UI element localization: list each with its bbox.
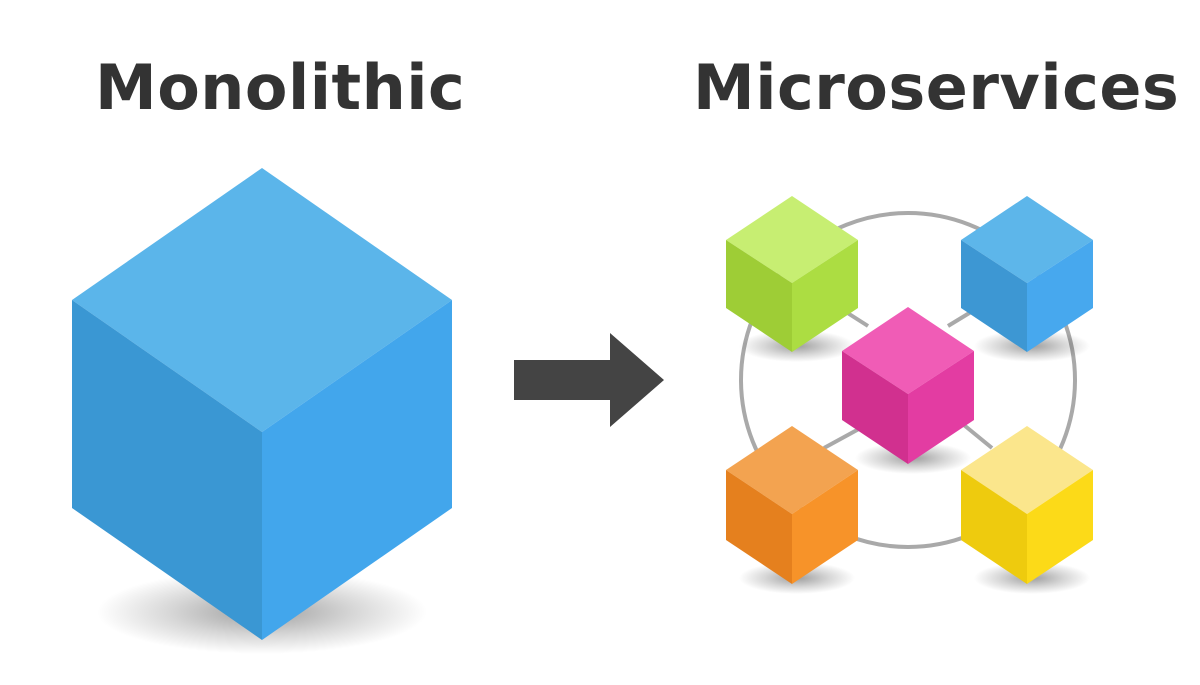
service-cube-blue xyxy=(961,196,1093,362)
monolith-left-face xyxy=(72,300,262,640)
cube-left-face xyxy=(842,351,908,464)
service-cube-pink xyxy=(842,307,974,474)
cube-left-face xyxy=(961,470,1027,584)
monolithic-title: Monolithic xyxy=(95,51,466,124)
cube-left-face xyxy=(726,470,792,584)
cube-right-face xyxy=(792,240,858,352)
monolith-right-face xyxy=(262,300,452,640)
cube-right-face xyxy=(908,351,974,464)
cube-right-face xyxy=(1027,240,1093,352)
service-cube-yellow xyxy=(961,426,1093,594)
cube-left-face xyxy=(961,240,1027,352)
cube-right-face xyxy=(1027,470,1093,584)
cube-right-face xyxy=(792,470,858,584)
connector-ring xyxy=(739,211,1077,549)
monolith-cube xyxy=(72,168,452,654)
cube-top-face xyxy=(842,307,974,394)
cube-top-face xyxy=(961,196,1093,283)
service-cube-orange xyxy=(726,426,858,594)
service-cube-green xyxy=(726,196,858,362)
arrow-right-icon xyxy=(514,333,664,427)
microservices-title: Microservices xyxy=(693,51,1180,124)
cube-left-face xyxy=(726,240,792,352)
cube-top-face xyxy=(726,196,858,283)
